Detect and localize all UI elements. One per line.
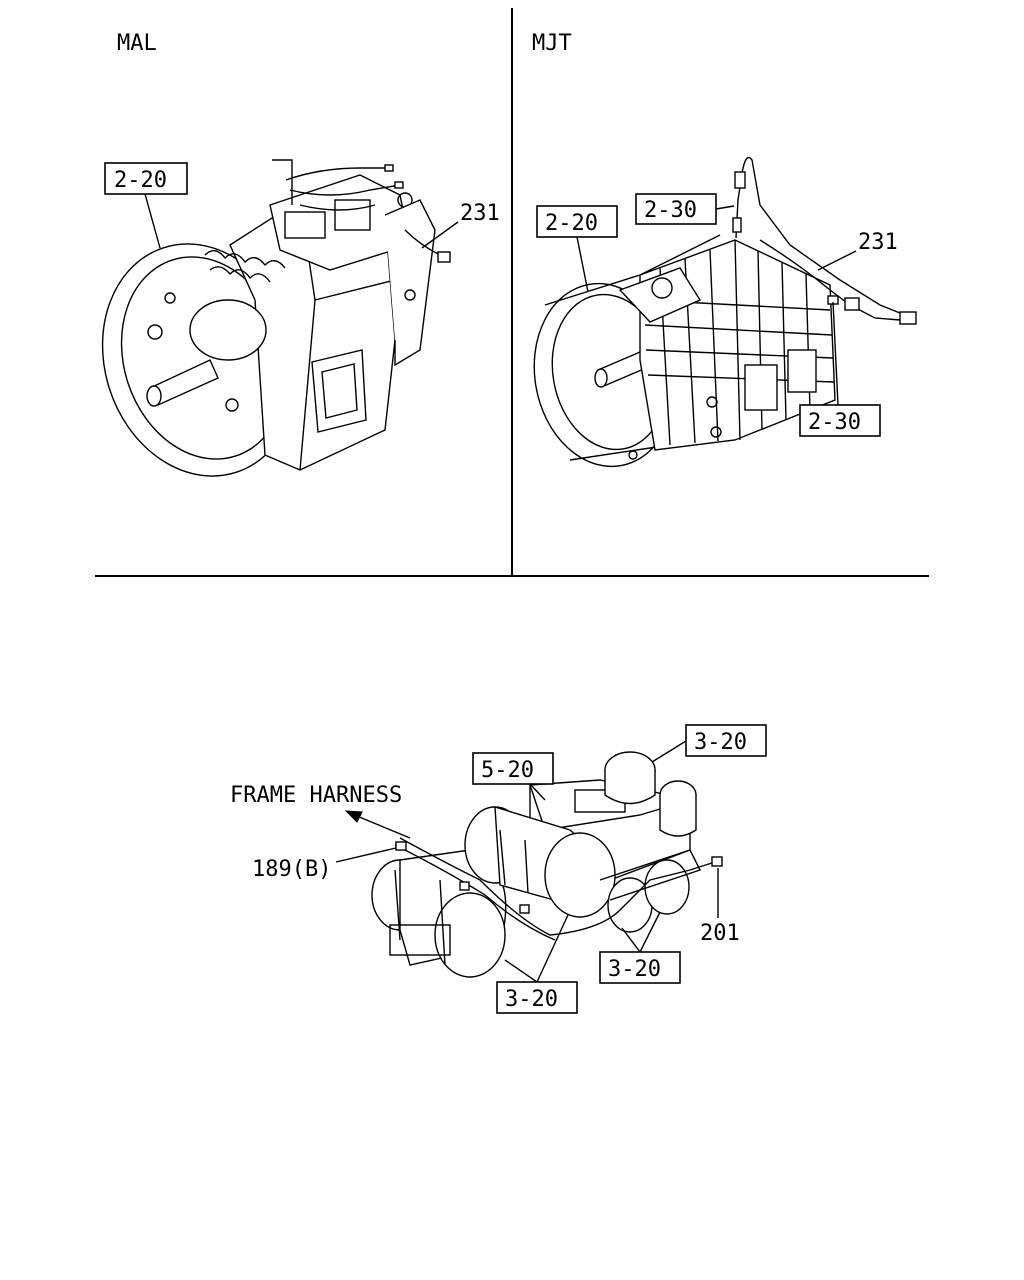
callout-mal-transmission: 2-20 — [114, 168, 167, 193]
frame-harness-arrow-line — [351, 813, 411, 839]
callout-box-bottom-tank-top — [685, 724, 767, 757]
leader-bottom-tanks-left-b — [536, 914, 569, 983]
leader-bottom-tanks-left-a — [504, 959, 538, 983]
callout-bottom-connector-left: 189(B) — [252, 857, 331, 882]
callout-bottom-unit: 5-20 — [481, 758, 534, 783]
panel-title-mal: MAL — [117, 31, 157, 56]
frame-harness-arrow-head — [344, 810, 363, 823]
callout-box-mal-transmission — [104, 162, 188, 195]
leader-mjt-sensor-top — [715, 205, 735, 210]
frame-harness-label: FRAME HARNESS — [230, 783, 402, 808]
leader-mal-transmission — [144, 193, 161, 249]
callout-mjt-sensor-side: 2-30 — [808, 410, 861, 435]
panel-title-mjt: MJT — [532, 31, 572, 56]
leader-mjt-transmission — [576, 236, 589, 293]
bottom-assembly-drawing — [371, 751, 723, 978]
callout-mjt-transmission: 2-20 — [545, 211, 598, 236]
leader-bottom-connector-left — [335, 847, 397, 863]
callout-bottom-tank-top: 3-20 — [694, 730, 747, 755]
callout-box-mjt-transmission — [536, 205, 618, 238]
leader-bottom-tank-top — [651, 740, 687, 763]
callout-bottom-connector-right: 201 — [700, 921, 740, 946]
callout-mjt-sensor-top: 2-30 — [644, 198, 697, 223]
leader-mal-harness — [421, 221, 459, 249]
callout-box-mjt-sensor-side — [799, 404, 881, 437]
callout-mjt-harness: 231 — [858, 230, 898, 255]
leader-mjt-sensor-side — [832, 301, 839, 406]
mjt-transmission-drawing — [533, 156, 917, 468]
mal-transmission-drawing — [101, 159, 451, 477]
callout-mal-harness: 231 — [460, 201, 500, 226]
callout-box-bottom-tanks-right — [599, 951, 681, 984]
callout-bottom-tanks-left: 3-20 — [505, 987, 558, 1012]
callout-box-bottom-unit — [472, 752, 554, 785]
callout-bottom-tanks-right: 3-20 — [608, 957, 661, 982]
leader-mjt-harness — [817, 250, 857, 271]
leader-bottom-tanks-right-a — [621, 927, 641, 953]
leader-bottom-tanks-right-b — [639, 911, 661, 953]
leader-bottom-unit — [529, 783, 546, 801]
callout-box-mjt-sensor-top — [635, 193, 717, 225]
